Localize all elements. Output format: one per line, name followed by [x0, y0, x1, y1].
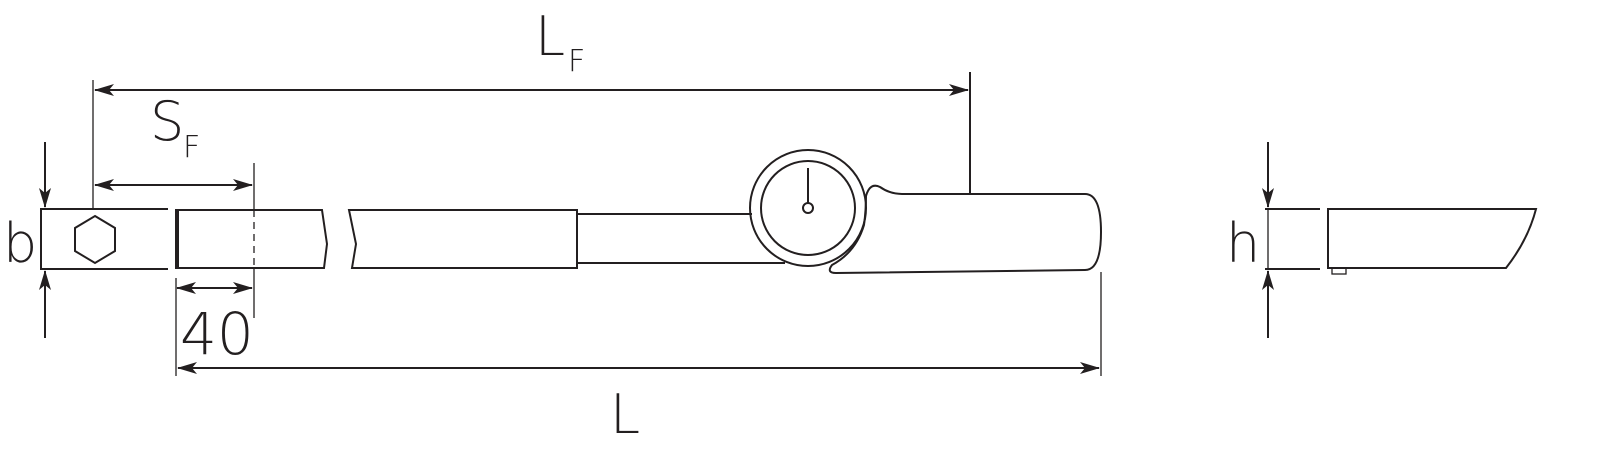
side-view — [1327, 208, 1538, 275]
b-dimension: b — [3, 142, 168, 338]
l-label: L — [610, 383, 640, 446]
handle — [828, 184, 1103, 275]
l-dimension: L — [175, 272, 1102, 446]
dial-pivot — [802, 202, 814, 214]
side-tab — [1331, 267, 1347, 275]
wrench-body — [175, 149, 1103, 275]
b-label: b — [3, 212, 37, 275]
side-body — [1327, 208, 1538, 269]
sf-dimension: S F — [94, 90, 255, 318]
sf-label: S — [150, 90, 184, 153]
h-dimension: h — [1226, 142, 1320, 338]
head-section — [175, 209, 329, 269]
lf-label: L — [535, 5, 565, 68]
lf-dimension: L F — [92, 5, 971, 208]
dial-face — [760, 160, 856, 256]
lf-subscript: F — [568, 44, 585, 79]
h-label: h — [1226, 212, 1260, 275]
sf-subscript: F — [183, 130, 200, 165]
forty-dimension: 40 — [176, 282, 254, 368]
tube-section — [347, 209, 578, 269]
dial-outer-ring — [749, 149, 867, 267]
forty-label: 40 — [180, 300, 254, 368]
hex-drive-icon — [74, 214, 116, 265]
